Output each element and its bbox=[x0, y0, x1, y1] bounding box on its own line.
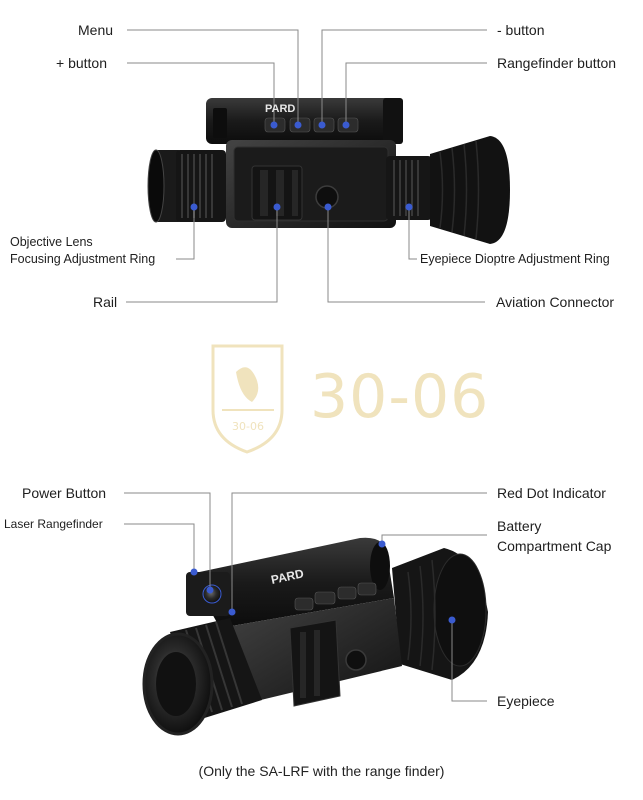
laser-rangefinder-label: Laser Rangefinder bbox=[4, 517, 103, 531]
watermark-emblem bbox=[211, 344, 284, 454]
rangefinder-button-label: Rangefinder button bbox=[497, 55, 617, 71]
minus-button-label: - button bbox=[497, 22, 545, 38]
bottom-accent-dots bbox=[190, 540, 456, 624]
caption: (Only the SA-LRF with the range finder) bbox=[198, 763, 445, 779]
objective-lens-label-line1: Objective Lens bbox=[10, 235, 93, 249]
top-accent-dots bbox=[190, 121, 413, 211]
rail-label: Rail bbox=[93, 294, 118, 310]
aviation-connector-label: Aviation Connector bbox=[496, 294, 615, 310]
eyepiece-label: Eyepiece bbox=[497, 693, 555, 709]
watermark-emblem-text: 30-06 bbox=[232, 420, 264, 433]
watermark-text: 30-06 bbox=[310, 362, 490, 432]
battery-label-line2: Compartment Cap bbox=[497, 538, 612, 554]
brand-logo-top: PARD bbox=[265, 103, 295, 115]
bottom-leader-lines bbox=[124, 492, 487, 702]
red-dot-indicator-label: Red Dot Indicator bbox=[497, 485, 606, 501]
eyepiece-dioptre-label: Eyepiece Dioptre Adjustment Ring bbox=[420, 252, 610, 266]
plus-button-label: + button bbox=[56, 55, 107, 71]
battery-label-line1: Battery bbox=[497, 518, 542, 534]
power-button-label: Power Button bbox=[22, 485, 107, 501]
top-device bbox=[147, 98, 510, 244]
top-leader-lines bbox=[126, 29, 487, 303]
bottom-device bbox=[142, 537, 488, 736]
objective-lens-label-line2: Focusing Adjustment Ring bbox=[10, 252, 156, 266]
menu-label: Menu bbox=[78, 22, 114, 38]
brand-logo-bottom: PARD bbox=[270, 566, 306, 587]
